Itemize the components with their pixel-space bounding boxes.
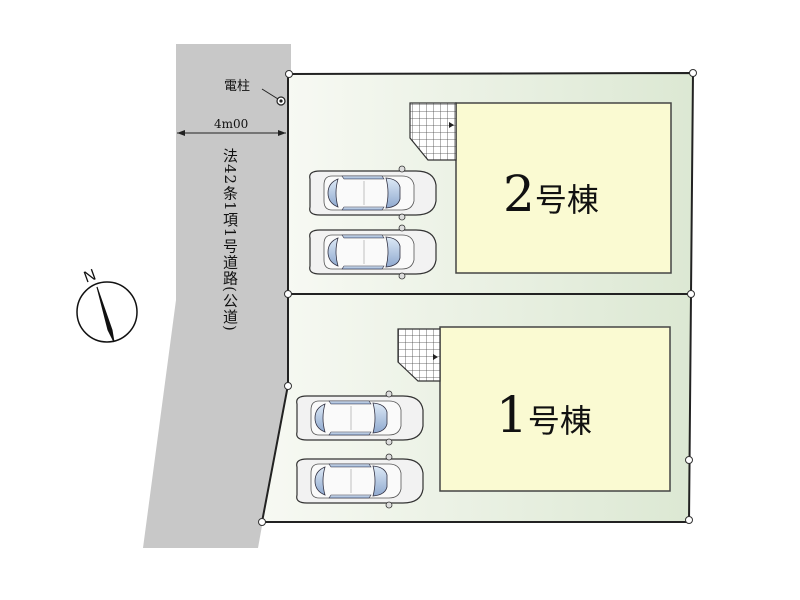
boundary-markers	[258, 69, 697, 526]
parking-car	[309, 224, 437, 280]
road-width-label: 4m00	[214, 117, 248, 131]
house-1-footprint	[439, 326, 671, 492]
lot-1-label: 1号棟	[496, 386, 592, 444]
public-road	[143, 44, 291, 548]
parking-car	[296, 453, 424, 509]
utility-pole-label: 電柱	[224, 79, 250, 94]
compass-north-label: N	[82, 267, 99, 287]
entrance-porch-1	[397, 328, 441, 382]
parking-car	[309, 165, 437, 221]
lot-1-number: 1	[496, 386, 528, 444]
north-compass	[76, 281, 138, 343]
utility-pole-leader	[261, 88, 279, 100]
entry-arrow-1	[433, 354, 438, 360]
lot-2-number: 2	[503, 165, 535, 223]
lot-1-suffix: 号棟	[528, 402, 592, 440]
parking-car	[296, 390, 424, 446]
entrance-porch-2	[409, 102, 457, 161]
road-name-label: 法42条1項1号道路(公道)	[221, 148, 239, 332]
entry-arrow-2	[449, 122, 454, 128]
lot-2-suffix: 号棟	[535, 181, 599, 219]
compass-needle-icon	[96, 286, 115, 343]
lot-2-label: 2号棟	[503, 165, 599, 223]
house-2-footprint	[455, 102, 672, 274]
